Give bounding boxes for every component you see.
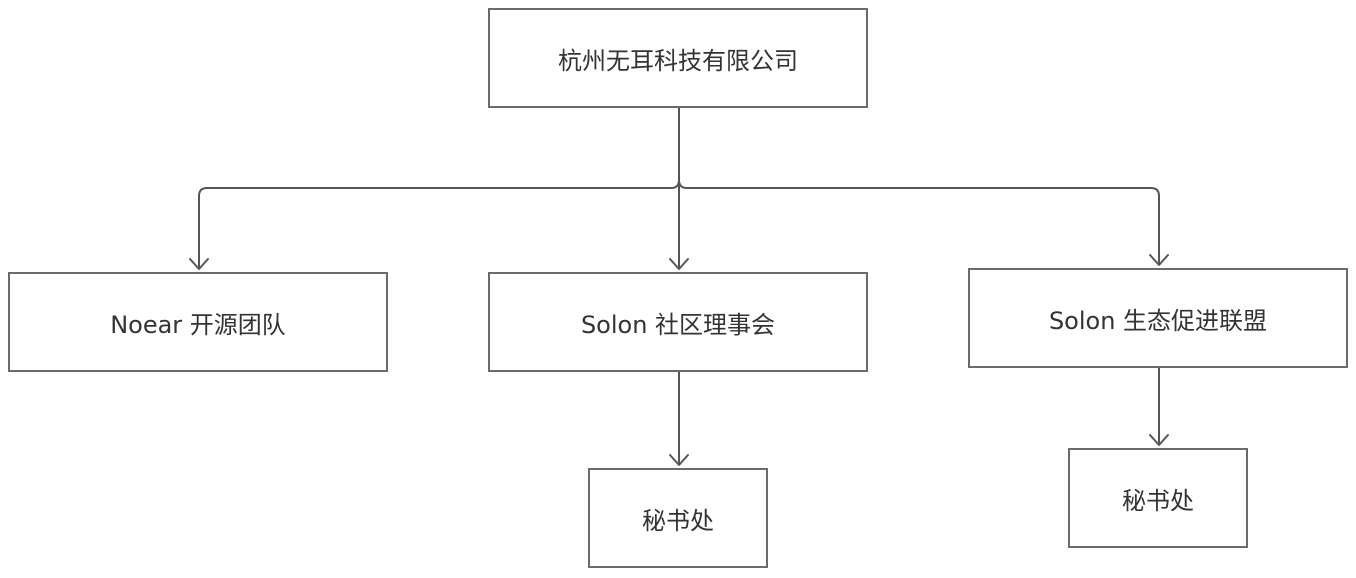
arrowhead-ecosystem-alliance	[1149, 254, 1169, 266]
node-council-secretariat-label: 秘书处	[642, 506, 714, 535]
node-ecosystem-alliance-label: Solon 生态促进联盟	[1048, 306, 1268, 335]
node-alliance-secretariat: 秘书处	[1068, 448, 1248, 548]
arrowhead-council-secretariat	[669, 454, 689, 466]
arrowhead-community-council	[669, 258, 689, 270]
node-community-council: Solon 社区理事会	[488, 272, 868, 372]
arrowhead-alliance-secretariat	[1149, 434, 1169, 446]
connector-root-to-alliance	[678, 179, 1160, 265]
connector-root-trunk	[198, 106, 680, 269]
node-community-council-label: Solon 社区理事会	[580, 310, 776, 339]
arrowhead-noear-team	[189, 258, 209, 270]
node-council-secretariat: 秘书处	[588, 468, 768, 568]
node-ecosystem-alliance: Solon 生态促进联盟	[968, 268, 1348, 368]
node-noear-team: Noear 开源团队	[8, 272, 388, 372]
node-noear-team-label: Noear 开源团队	[110, 310, 286, 339]
node-alliance-secretariat-label: 秘书处	[1122, 486, 1194, 515]
node-root-company-label: 杭州无耳科技有限公司	[558, 46, 798, 75]
node-root-company: 杭州无耳科技有限公司	[488, 8, 868, 108]
